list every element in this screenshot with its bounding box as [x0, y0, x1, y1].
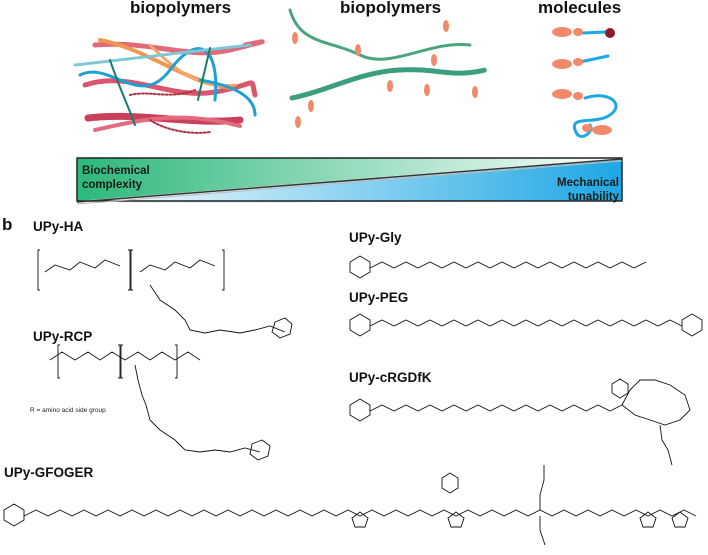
- right-label-line1: Mechanical: [557, 177, 619, 189]
- upy-gfoger-structure: [3, 465, 697, 546]
- left-label-line1: Biochemical: [82, 165, 150, 177]
- header-biopolymers-synthetic: biopolymers: [340, 0, 442, 17]
- upy-ha-structure: [37, 249, 293, 339]
- complexity-tunability-gradient: [76, 157, 623, 205]
- panel-a-illustrations: [73, 8, 618, 138]
- supramolecular-molecules: [552, 27, 618, 138]
- structure-title-upy-gfoger: UPy-GFOGER: [4, 465, 94, 480]
- biochemical-complexity-wedge: [77, 158, 622, 201]
- natural-biopolymer-network: [73, 38, 265, 134]
- synthetic-biopolymer-chains: [288, 8, 488, 128]
- r-group-note: R = amino acid side group: [30, 407, 106, 414]
- upy-crgdfk-structure: [349, 378, 691, 466]
- structure-title-upy-crgdfk: UPy-cRGDfK: [349, 370, 432, 385]
- structure-title-upy-gly: UPy-Gly: [349, 230, 402, 245]
- upy-peg-structure: [349, 313, 703, 337]
- structure-title-upy-peg: UPy-PEG: [349, 290, 409, 305]
- structure-title-upy-ha: UPy-HA: [33, 219, 84, 234]
- mechanical-tunability-label: Mechanical tunability: [545, 176, 619, 204]
- upy-rcp-structure: [49, 344, 271, 461]
- biochemical-complexity-label: Biochemical complexity: [82, 164, 150, 192]
- mechanical-tunability-wedge: [77, 160, 622, 203]
- structure-title-upy-rcp: UPy-RCP: [33, 329, 93, 344]
- upy-gly-structure: [349, 255, 647, 279]
- left-label-line2: complexity: [82, 179, 143, 191]
- right-label-line2: tunability: [567, 191, 619, 203]
- header-biopolymers-natural: biopolymers: [130, 0, 232, 17]
- panel-letter-b: b: [2, 215, 13, 234]
- header-molecules: molecules: [538, 0, 622, 17]
